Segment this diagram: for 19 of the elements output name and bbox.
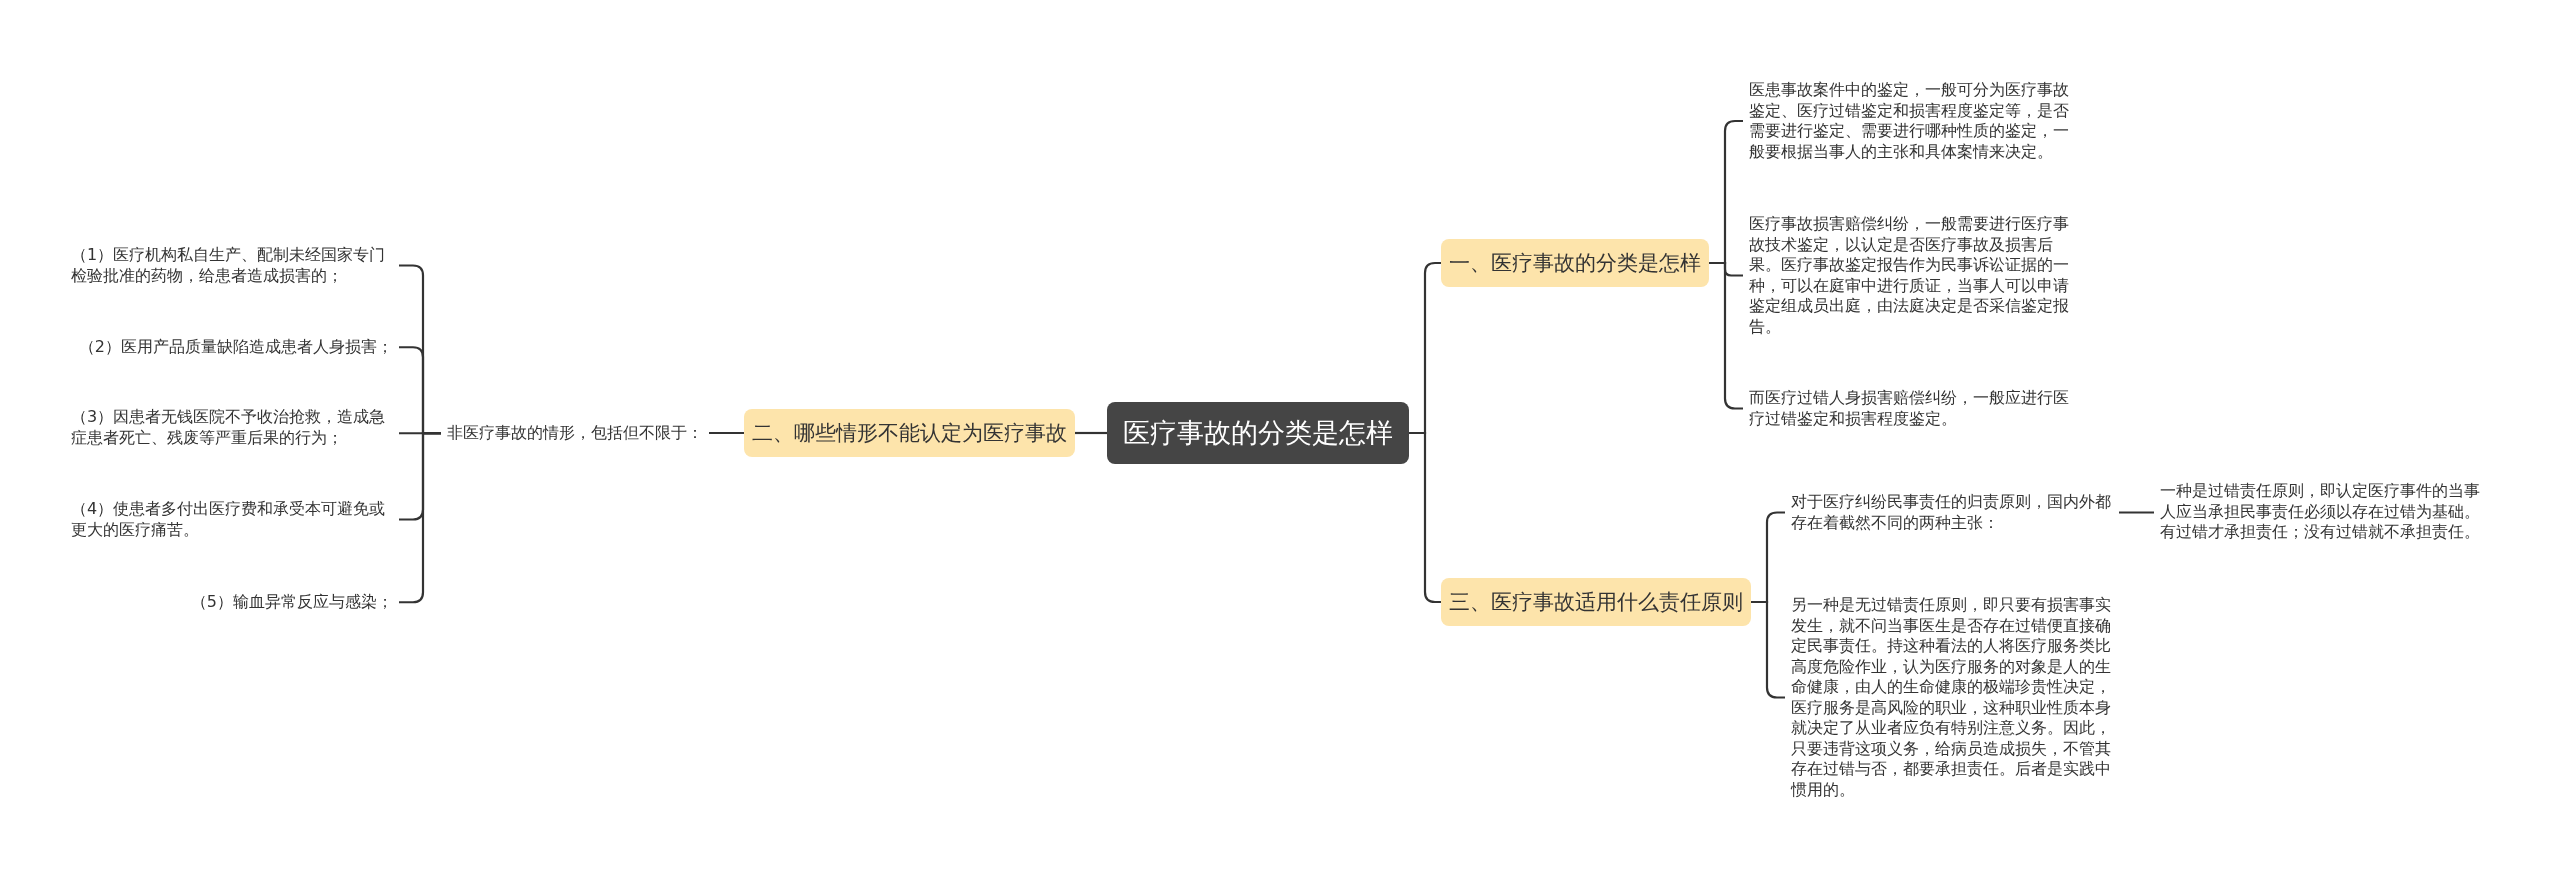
leaf-text: （3）因患者无钱医院不予收治抢救，造成急症患者死亡、残废等严重后果的行为； <box>65 407 399 448</box>
leaf-text: （4）使患者多付出医疗费和承受本可避免或更大的医疗痛苦。 <box>65 499 399 540</box>
branch-topic: 一、医疗事故的分类是怎样 <box>1441 239 1709 287</box>
leaf-text: 非医疗事故的情形，包括但不限于： <box>441 423 709 444</box>
branch-topic: 三、医疗事故适用什么责任原则 <box>1441 578 1751 626</box>
leaf-text: 医疗事故损害赔偿纠纷，一般需要进行医疗事故技术鉴定，以认定是否医疗事故及损害后果。医疗事故鉴定报告作为民事诉讼证据的一种，可以在庭审中进行质证，当事人可以申请鉴定组成员出庭，由法庭决定是否采信鉴定报告。 <box>1743 214 2077 337</box>
leaf-text: 而医疗过错人身损害赔偿纠纷，一般应进行医疗过错鉴定和损害程度鉴定。 <box>1743 388 2077 429</box>
leaf-text: （2）医用产品质量缺陷造成患者人身损害； <box>72 337 399 358</box>
leaf-text: （1）医疗机构私自生产、配制未经国家专门检验批准的药物，给患者造成损害的； <box>65 245 399 286</box>
leaf-text: 医患事故案件中的鉴定，一般可分为医疗事故鉴定、医疗过错鉴定和损害程度鉴定等，是否需要进行鉴定、需要进行哪种性质的鉴定，一般要根据当事人的主张和具体案情来决定。 <box>1743 80 2077 162</box>
central-topic: 医疗事故的分类是怎样 <box>1107 402 1409 464</box>
connector-line <box>2119 511 2154 514</box>
leaf-text: 对于医疗纠纷民事责任的归责原则，国内外都存在着截然不同的两种主张： <box>1785 492 2119 533</box>
branch-topic: 二、哪些情形不能认定为医疗事故 <box>744 409 1075 457</box>
leaf-text: （5）输血异常反应与感染； <box>184 592 399 613</box>
connector-line <box>1075 431 1107 435</box>
connector-line <box>709 431 744 435</box>
leaf-text: 另一种是无过错责任原则，即只要有损害事实发生，就不问当事医生是否存在过错便直接确定民事责任。持这种看法的人将医疗服务类比高度危险作业，认为医疗服务的对象是人的生命健康，由人的生命健康的极端珍贵性决定，医疗服务是高风险的职业，这种职业性质本身就决定了从业者应负有特别注意义务。因此，只要违背这项义务，给病员造成损失，不管其存在过错与否，都要承担责任。后者是实践中惯用的。 <box>1785 595 2119 800</box>
leaf-text: 一种是过错责任原则，即认定医疗事件的当事人应当承担民事责任必须以存在过错为基础。有过错才承担责任；没有过错就不承担责任。 <box>2154 481 2488 543</box>
